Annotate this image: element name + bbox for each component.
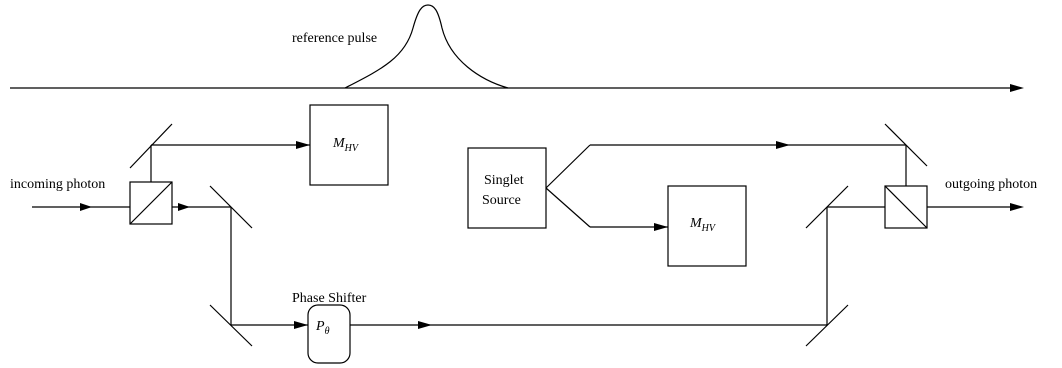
- m-lower-label: MHV: [689, 216, 717, 234]
- incoming-photon-label: incoming photon: [10, 177, 105, 192]
- reference-pulse-label: reference pulse: [292, 31, 377, 46]
- upper-arm-left: [129, 123, 310, 182]
- singlet-lower-output: [545, 187, 668, 231]
- reference-arrowhead: [1010, 84, 1024, 92]
- lower-arm-left: [172, 185, 308, 347]
- singlet-source: Singlet Source: [467, 147, 547, 229]
- singlet-label-line1: Singlet: [484, 173, 524, 188]
- output-beam-splitter: [884, 185, 928, 229]
- lower-path-right: [350, 185, 885, 347]
- reference-pulse-shape: [344, 4, 509, 89]
- phase-shifter-symbol: Pθ: [315, 319, 330, 337]
- input-beam-splitter: [129, 181, 173, 225]
- singlet-upper-output: [545, 123, 928, 189]
- outgoing-beam: [927, 203, 1024, 211]
- outgoing-photon-label: outgoing photon: [945, 177, 1037, 192]
- reference-pulse-line: [10, 4, 1024, 92]
- mirror-bottom-right: [805, 304, 849, 347]
- incoming-beam: [32, 203, 130, 211]
- singlet-label-line2: Source: [482, 193, 521, 208]
- measurement-box-upper: MHV: [309, 104, 389, 186]
- m-upper-label: MHV: [332, 136, 360, 154]
- measurement-box-lower: MHV: [667, 185, 747, 267]
- phase-shifter: Pθ: [307, 304, 351, 364]
- mirror-upper-left: [129, 123, 173, 169]
- phase-shifter-label: Phase Shifter: [292, 291, 367, 306]
